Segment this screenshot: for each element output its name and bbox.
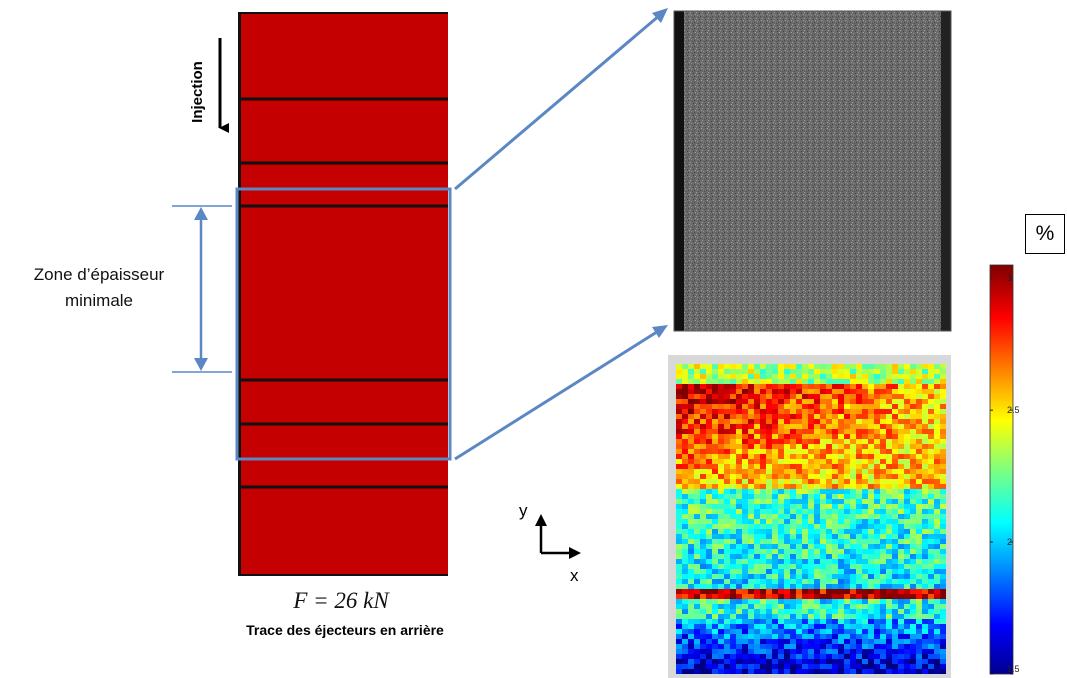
- strain-map: [668, 355, 951, 678]
- speckle-photo: [673, 10, 952, 332]
- colorbar-tick-label: 3: [1007, 273, 1013, 284]
- double-arrow-icon: [172, 205, 232, 373]
- zone-label-line2: minimale: [64, 291, 134, 310]
- zone-label-line1: Zone d’épaisseur: [33, 265, 165, 284]
- xy-axes-icon: [535, 514, 581, 559]
- highlight-box: [235, 187, 452, 461]
- plate: [235, 12, 452, 576]
- colorbar-ticks: [990, 277, 1013, 675]
- ejector-traces: [238, 97, 448, 489]
- force-formula: F = 26 kN: [293, 588, 389, 613]
- colorbar-tick-label: 2.5: [1007, 405, 1020, 416]
- zone-label: Zone d’épaisseur minimale: [4, 262, 194, 314]
- colorbar-tick-label: 1.5: [1007, 664, 1020, 674]
- colorbar-tick-label: 2: [1007, 537, 1013, 548]
- injection-label: Injection: [189, 61, 206, 123]
- zoom-arrow-icon: [454, 8, 668, 461]
- axis-y-label: y: [519, 501, 528, 520]
- axis-x-label: x: [570, 566, 579, 585]
- plate-body: [238, 12, 448, 576]
- colorbar: [989, 264, 1014, 675]
- caption: Trace des éjecteurs en arrière: [246, 622, 444, 638]
- unit-label: %: [1025, 214, 1065, 254]
